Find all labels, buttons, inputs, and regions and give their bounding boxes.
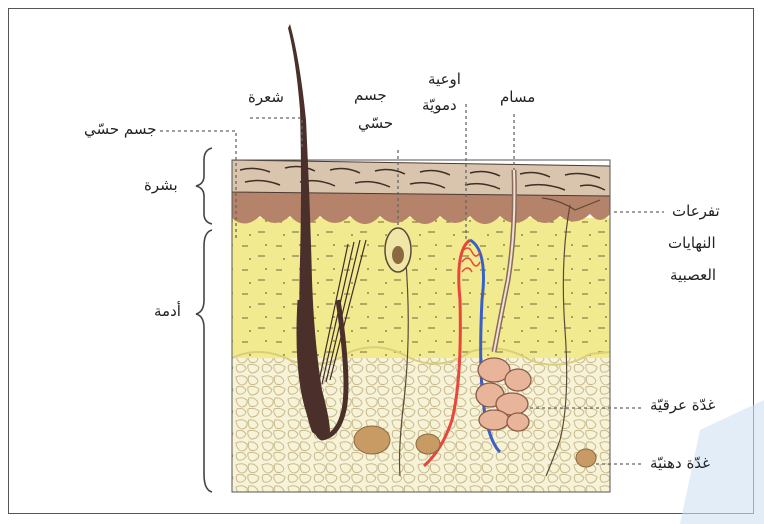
label-blood-vessels-1: اوعية — [428, 70, 461, 89]
label-dermis: أدمة — [154, 302, 181, 321]
label-sweat-gland: غدّة عرقيّة — [650, 396, 715, 415]
label-nerve-endings-2: النهايات — [668, 234, 716, 253]
fat-layer — [232, 352, 610, 492]
label-sensory-body-left: جسم حسّي — [84, 120, 157, 139]
epidermis-surface — [232, 160, 610, 196]
leader-hair — [250, 118, 302, 150]
label-blood-vessels-2: دمويّة — [422, 96, 457, 115]
label-nerve-endings-3: العصبية — [670, 266, 716, 285]
sensory-corpuscle-core — [392, 246, 404, 264]
label-pore: مسام — [500, 88, 535, 107]
label-sensory-body-top-2: حسّي — [358, 114, 393, 133]
label-epidermis: بشرة — [144, 176, 178, 195]
brace-dermis — [196, 230, 212, 492]
label-sebaceous-gland: غدّة دهنيّة — [650, 454, 710, 473]
dermis-layer — [232, 218, 610, 358]
label-hair: شعرة — [248, 88, 284, 107]
label-nerve-endings-1: تفرعات — [672, 202, 720, 221]
brace-epidermis — [196, 148, 212, 224]
label-sensory-body-top-1: جسم — [354, 86, 387, 105]
